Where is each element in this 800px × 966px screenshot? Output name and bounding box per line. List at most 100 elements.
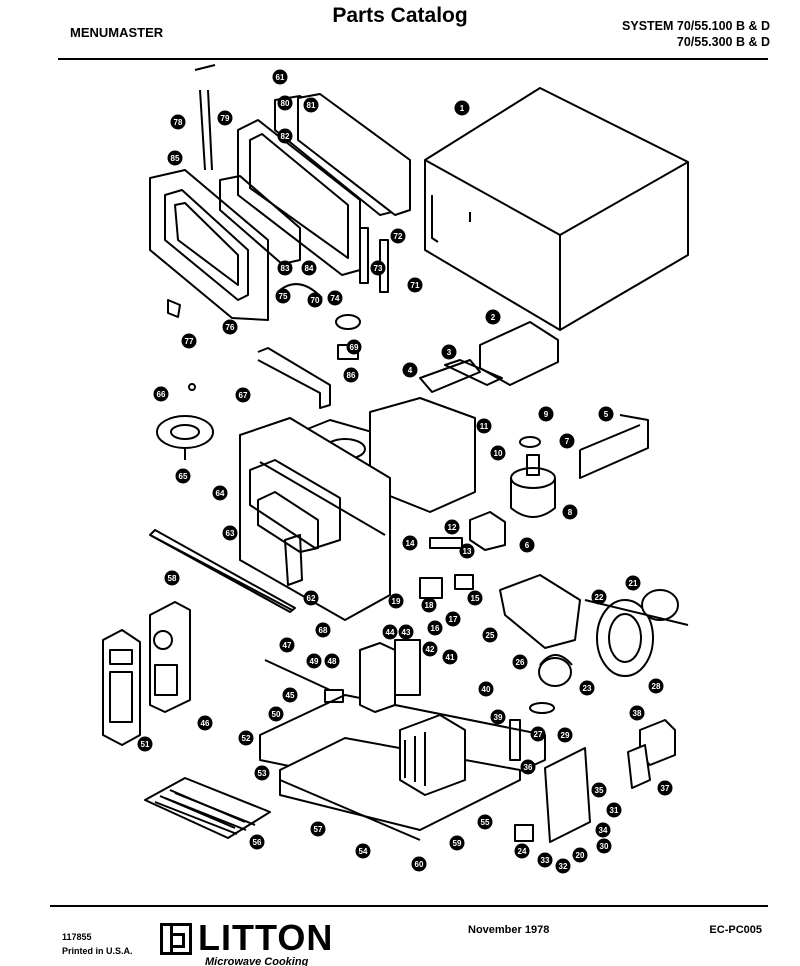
- callout-number: 18: [425, 601, 434, 610]
- callout-bubble: [490, 709, 506, 725]
- latch-parts: [167, 227, 389, 360]
- callout-number: 4: [408, 366, 413, 375]
- callout-74: 74: [327, 290, 343, 306]
- callout-number: 3: [447, 348, 452, 357]
- callout-bubble: [606, 802, 622, 818]
- callout-number: 46: [201, 719, 210, 728]
- callout-22: 22: [591, 589, 607, 605]
- callout-number: 5: [604, 410, 609, 419]
- callout-number: 65: [179, 472, 188, 481]
- callout-bubble: [478, 681, 494, 697]
- callout-number: 68: [319, 626, 328, 635]
- callout-bubble: [598, 406, 614, 422]
- callout-69: 69: [346, 339, 362, 355]
- callout-number: 52: [242, 734, 251, 743]
- callout-48: 48: [324, 653, 340, 669]
- callout-bubble: [482, 627, 498, 643]
- callout-27: 27: [530, 726, 546, 742]
- callout-bubble: [467, 590, 483, 606]
- callout-bubble: [212, 485, 228, 501]
- callout-83: 83: [277, 260, 293, 276]
- callout-number: 20: [576, 851, 585, 860]
- callout-bubble: [441, 344, 457, 360]
- callout-bubble: [514, 843, 530, 859]
- callout-51: 51: [137, 736, 153, 752]
- callout-13: 13: [459, 543, 475, 559]
- callout-number: 57: [314, 825, 323, 834]
- callout-number: 79: [221, 114, 230, 123]
- callout-number: 55: [481, 818, 490, 827]
- callout-bubble: [303, 97, 319, 113]
- page-title: Parts Catalog: [332, 4, 468, 27]
- callout-number: 39: [494, 713, 503, 722]
- callout-81: 81: [303, 97, 319, 113]
- callout-bubble: [538, 406, 554, 422]
- litton-logo-mark-icon: [160, 923, 192, 955]
- system-line-1: SYSTEM 70/55.100 B & D: [622, 19, 770, 33]
- callout-number: 85: [171, 154, 180, 163]
- callout-84: 84: [301, 260, 317, 276]
- callout-bubble: [519, 537, 535, 553]
- callout-bubble: [277, 260, 293, 276]
- system-models: SYSTEM 70/55.100 B & D 70/55.300 B & D: [622, 18, 770, 50]
- callout-number: 6: [525, 541, 530, 550]
- callout-bubble: [382, 624, 398, 640]
- callout-number: 2: [491, 313, 496, 322]
- callout-number: 75: [279, 292, 288, 301]
- callout-77: 77: [181, 333, 197, 349]
- callout-bubble: [449, 835, 465, 851]
- callout-41: 41: [442, 649, 458, 665]
- callout-bubble: [310, 821, 326, 837]
- callout-bubble: [277, 95, 293, 111]
- callout-number: 81: [307, 101, 316, 110]
- control-panel-part: [102, 601, 191, 746]
- callout-65: 65: [175, 468, 191, 484]
- control-module-part: [419, 321, 559, 393]
- catalog-code: EC-PC005: [709, 924, 762, 936]
- callout-bubble: [442, 649, 458, 665]
- callout-bubble: [343, 367, 359, 383]
- callout-bubble: [346, 339, 362, 355]
- callout-bubble: [268, 706, 284, 722]
- callout-number: 66: [157, 390, 166, 399]
- callout-bubble: [559, 433, 575, 449]
- callout-14: 14: [402, 535, 418, 551]
- callout-bubble: [572, 847, 588, 863]
- callout-16: 16: [427, 620, 443, 636]
- callout-46: 46: [197, 715, 213, 731]
- plate-part: [284, 534, 303, 586]
- callout-bubble: [591, 782, 607, 798]
- callout-number: 58: [168, 574, 177, 583]
- callout-bubble: [625, 575, 641, 591]
- callout-bubble: [476, 418, 492, 434]
- callout-54: 54: [355, 843, 371, 859]
- callout-number: 10: [494, 449, 503, 458]
- callout-bubble: [222, 525, 238, 541]
- callout-47: 47: [279, 637, 295, 653]
- callout-3: 3: [441, 344, 457, 360]
- callout-bubble: [512, 654, 528, 670]
- fan-stirrer-part: [156, 347, 331, 460]
- callout-1: 1: [454, 100, 470, 116]
- callout-bubble: [398, 624, 414, 640]
- callout-37: 37: [657, 780, 673, 796]
- callout-bubble: [170, 114, 186, 130]
- callout-bubble: [254, 765, 270, 781]
- callout-number: 23: [583, 684, 592, 693]
- callout-28: 28: [648, 678, 664, 694]
- callout-bubble: [591, 589, 607, 605]
- callout-36: 36: [520, 759, 536, 775]
- callout-10: 10: [490, 445, 506, 461]
- callout-bubble: [557, 727, 573, 743]
- callout-number: 14: [406, 539, 415, 548]
- callout-bubble: [282, 687, 298, 703]
- callout-bubble: [355, 843, 371, 859]
- callout-56: 56: [249, 834, 265, 850]
- callout-bubble: [629, 705, 645, 721]
- callout-11: 11: [476, 418, 492, 434]
- callout-bubble: [272, 69, 288, 85]
- callout-number: 12: [448, 523, 457, 532]
- callout-70: 70: [307, 292, 323, 308]
- oven-cavity-part: [239, 397, 476, 621]
- callout-number: 26: [516, 658, 525, 667]
